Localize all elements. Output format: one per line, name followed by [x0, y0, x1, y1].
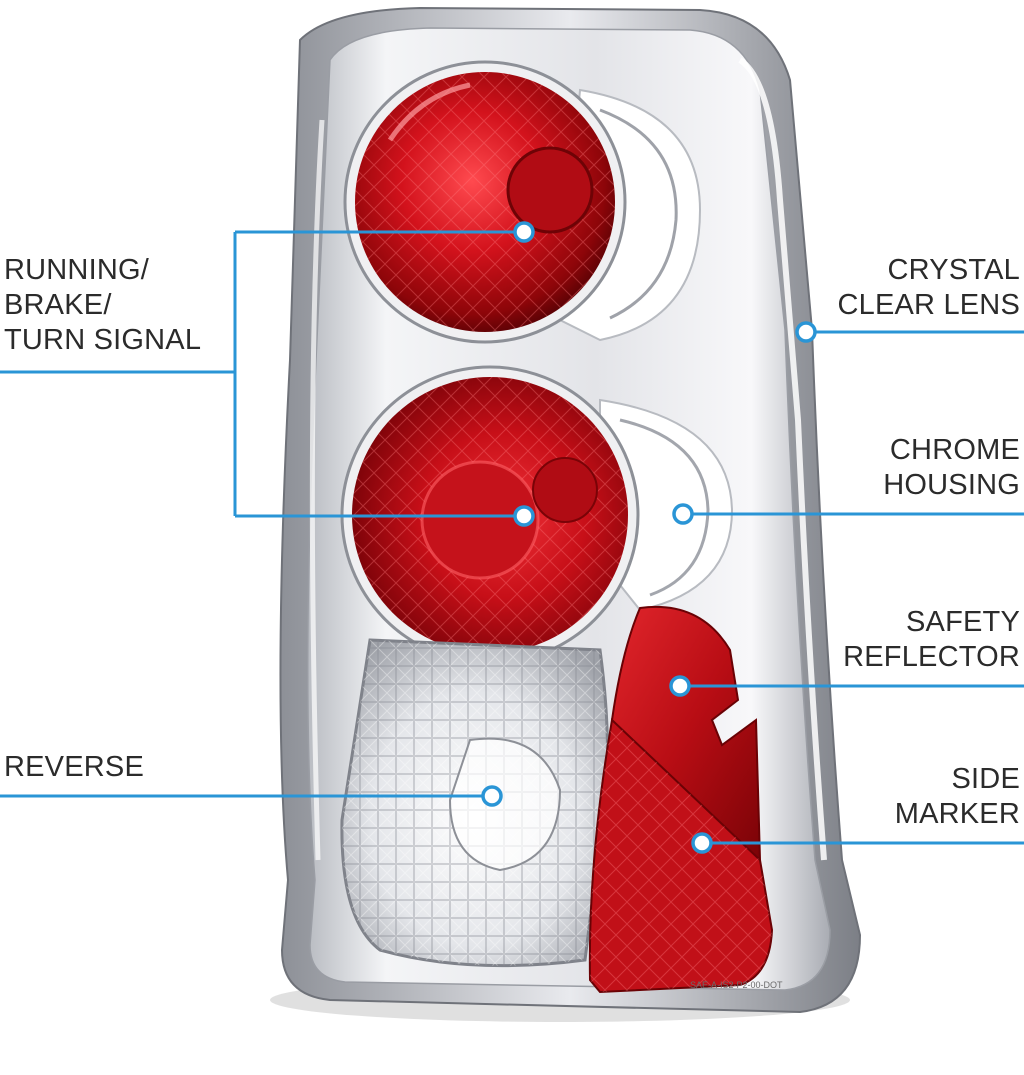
label-marker-line1: SIDE — [951, 763, 1020, 795]
label-reflector-line2: REFLECTOR — [843, 641, 1020, 673]
label-reflector-line1: SAFETY — [906, 606, 1020, 638]
label-safety-reflector: SAFETY REFLECTOR — [843, 605, 1020, 675]
label-reverse: REVERSE — [4, 750, 144, 785]
brake-light-inner-ring — [420, 460, 540, 580]
label-chrome-line2: HOUSING — [883, 469, 1020, 501]
lens-marking: SAE-A-IS2-P2-00-DOT — [690, 980, 783, 990]
callout-dot-running-top — [513, 221, 535, 243]
chrome-bowl-top-shade — [599, 108, 678, 320]
label-running-line2: BRAKE/ — [4, 289, 112, 321]
label-running-line1: RUNNING/ — [4, 254, 149, 286]
callout-dot-running-mid — [513, 505, 535, 527]
label-chrome-housing: CHROME HOUSING — [883, 433, 1020, 503]
label-crystal-line2: CLEAR LENS — [837, 289, 1020, 321]
brake-light-bulb — [532, 457, 598, 523]
crystal-lens-edge — [738, 57, 827, 861]
callout-dot-chrome — [672, 503, 694, 525]
running-light-top-facets — [355, 72, 615, 332]
label-reverse-line1: REVERSE — [4, 751, 144, 783]
callout-dot-crystal — [795, 321, 817, 343]
running-light-top-glint — [387, 82, 471, 142]
label-side-marker: SIDE MARKER — [895, 762, 1020, 832]
callout-lines — [0, 230, 1024, 845]
housing-left-highlight — [309, 119, 325, 861]
callout-dots — [481, 221, 817, 854]
running-light-top-bulb — [506, 146, 594, 234]
chrome-bowl-middle-shade — [619, 418, 710, 597]
callout-dot-marker — [691, 832, 713, 854]
label-running-brake-turn: RUNNING/ BRAKE/ TURN SIGNAL — [4, 253, 201, 358]
label-running-line3: TURN SIGNAL — [4, 324, 202, 356]
label-crystal-clear-lens: CRYSTAL CLEAR LENS — [837, 253, 1020, 323]
callout-dot-reverse — [481, 785, 503, 807]
label-marker-line2: MARKER — [894, 798, 1020, 830]
label-crystal-line1: CRYSTAL — [887, 254, 1020, 286]
reverse-bulb-area — [448, 737, 562, 872]
side-marker-facets — [589, 720, 772, 992]
label-chrome-line1: CHROME — [889, 434, 1020, 466]
callout-dot-reflector — [669, 675, 691, 697]
